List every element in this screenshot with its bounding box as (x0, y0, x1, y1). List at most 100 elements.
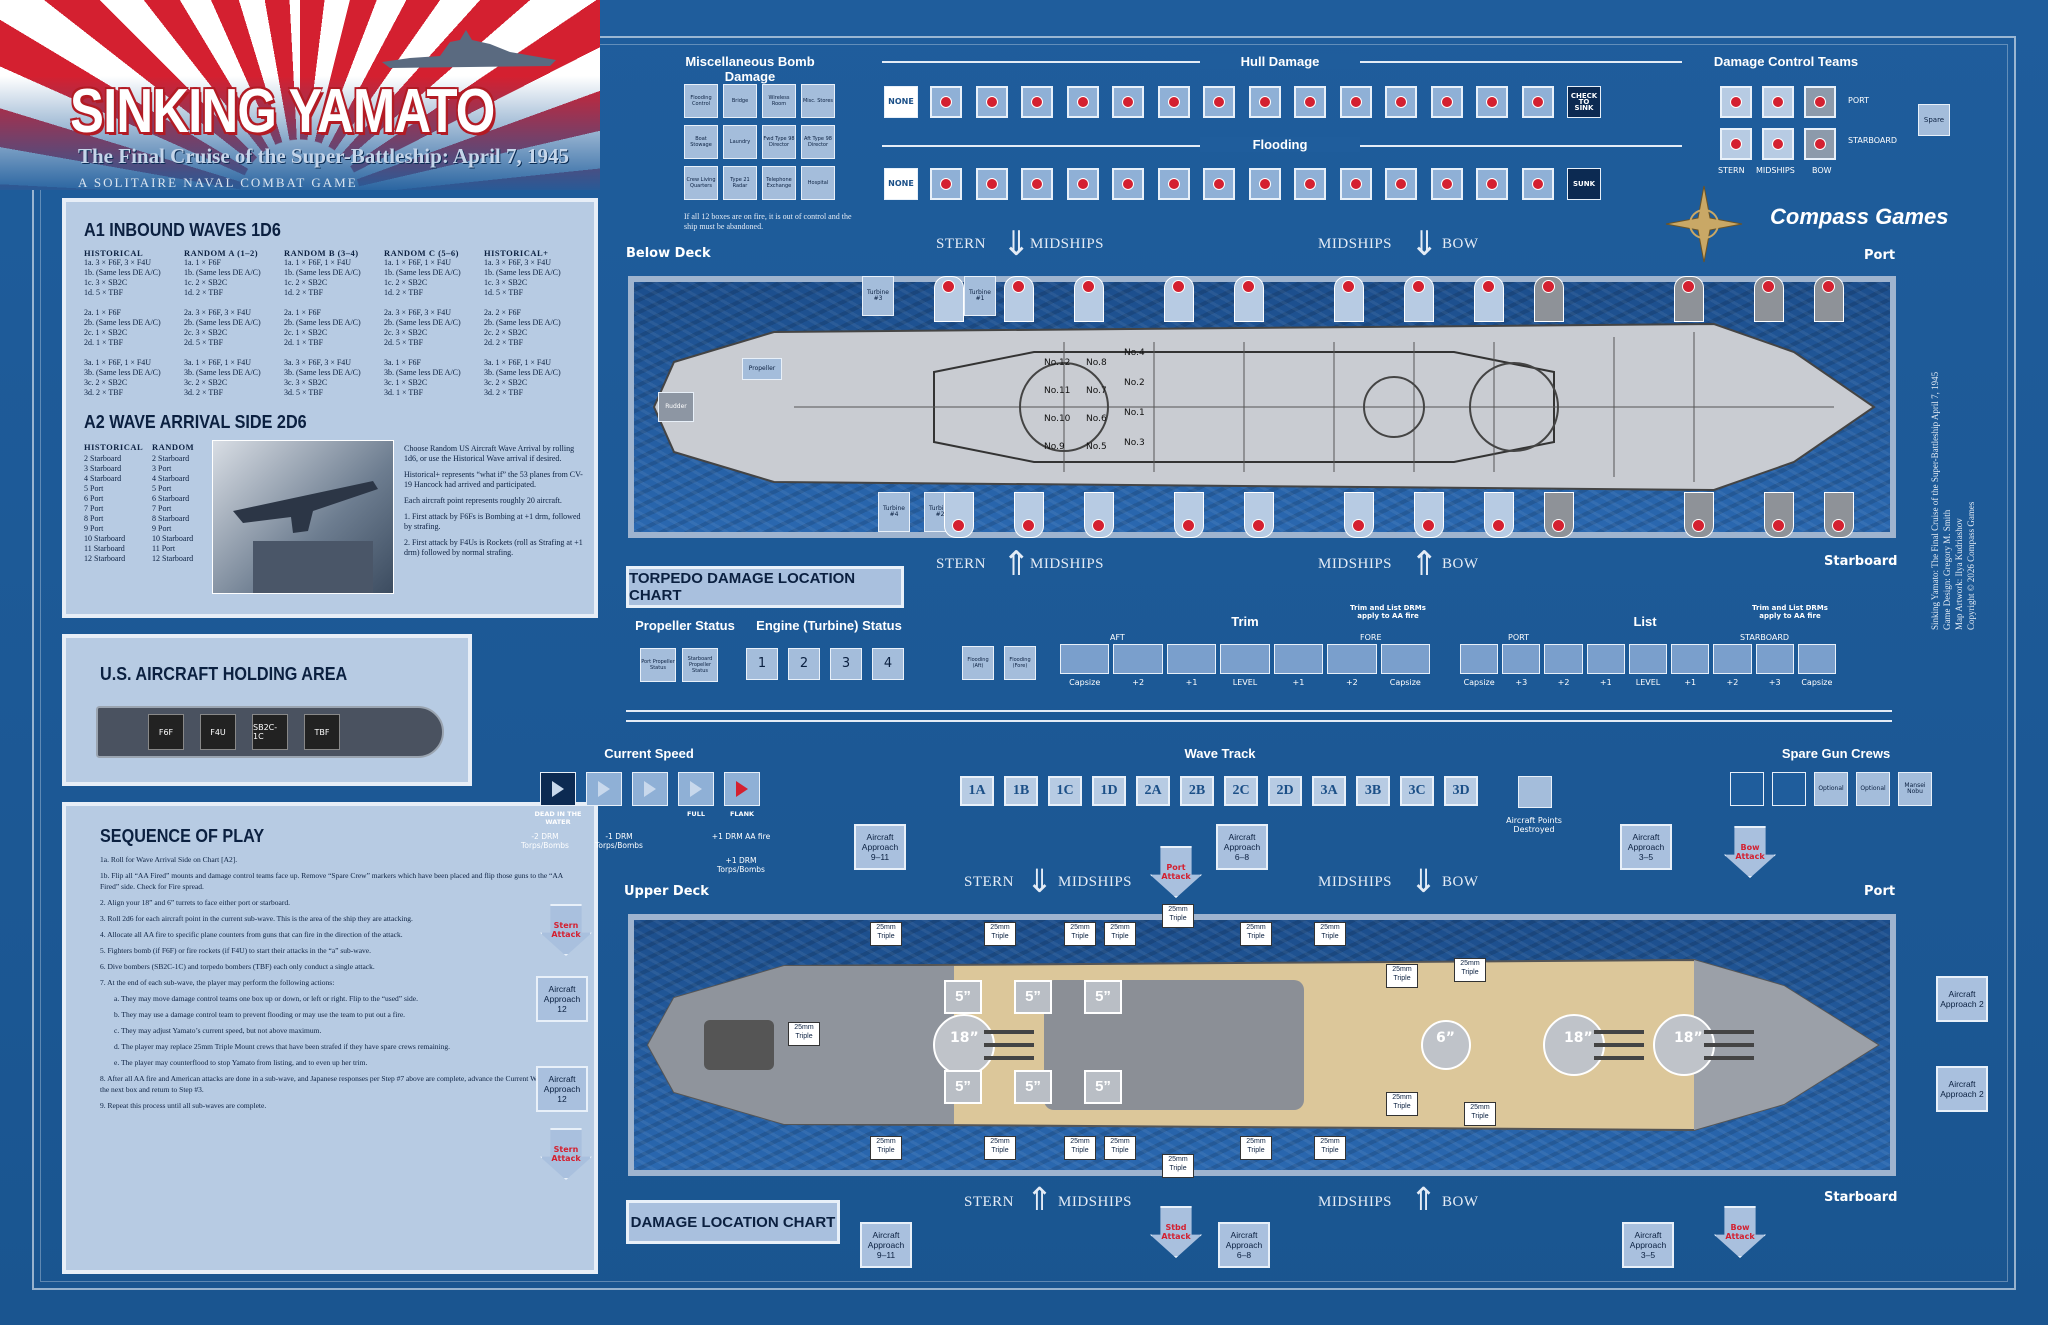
aa-gun-25mm[interactable]: 25mm Triple (788, 1022, 820, 1046)
aircraft-approach-bottom[interactable]: Aircraft Approach 9–11 (860, 1222, 912, 1268)
torpedo-location-tab[interactable] (1074, 276, 1104, 322)
aircraft-approach-right[interactable]: Aircraft Approach 2 (1936, 976, 1988, 1022)
aircraft-points-box[interactable] (1518, 776, 1552, 808)
dct-slot[interactable] (1762, 128, 1794, 160)
turbine-box[interactable]: Turbine #1 (964, 276, 996, 316)
hull-step-box[interactable] (1066, 86, 1099, 118)
hull-none-box[interactable]: NONE (884, 86, 918, 118)
below-compartment[interactable]: No.11 (1044, 386, 1071, 396)
misc-bomb-box[interactable]: Flooding Control (684, 84, 718, 118)
misc-bomb-box[interactable]: Hospital (801, 166, 835, 200)
list-box[interactable] (1713, 644, 1752, 674)
list-box[interactable] (1544, 644, 1583, 674)
hull-step-box[interactable] (1430, 86, 1463, 118)
aircraft-approach-bottom[interactable]: Aircraft Approach 3–5 (1622, 1222, 1674, 1268)
dct-slot[interactable] (1804, 86, 1836, 118)
aircraft-approach-top[interactable]: Aircraft Approach 9–11 (854, 824, 906, 870)
dct-slot[interactable] (1762, 86, 1794, 118)
trim-box[interactable] (1220, 644, 1270, 674)
flooding-step-box[interactable] (1294, 168, 1326, 200)
aa-gun-25mm[interactable]: 25mm Triple (1104, 1136, 1136, 1160)
aa-gun-25mm[interactable]: 25mm Triple (1064, 1136, 1096, 1160)
aircraft-approach-top[interactable]: Aircraft Approach 6–8 (1216, 824, 1268, 870)
aa-gun-25mm[interactable]: 25mm Triple (1314, 922, 1346, 946)
flooding-step-box[interactable] (930, 168, 962, 200)
wave-box-1d[interactable]: 1D (1092, 776, 1126, 806)
hull-end-box[interactable]: CHECK TO SINK (1567, 86, 1601, 118)
turret-5inch[interactable]: 5” (944, 980, 982, 1014)
aa-gun-25mm[interactable]: 25mm Triple (1104, 922, 1136, 946)
speed-box[interactable] (586, 772, 622, 806)
dct-spare-box[interactable]: Spare (1918, 104, 1950, 136)
wave-box-1b[interactable]: 1B (1004, 776, 1038, 806)
aircraft-approach-left[interactable]: Aircraft Approach 12 (536, 976, 588, 1022)
torpedo-location-tab[interactable] (1764, 492, 1794, 538)
list-box[interactable] (1797, 644, 1836, 674)
flooding-step-box[interactable] (1476, 168, 1508, 200)
hull-step-box[interactable] (1385, 86, 1417, 118)
torpedo-location-tab[interactable] (1234, 276, 1264, 322)
turret-5inch[interactable]: 5” (1014, 980, 1052, 1014)
wave-box-3b[interactable]: 3B (1356, 776, 1390, 806)
misc-bomb-box[interactable]: Misc. Stores (801, 84, 835, 118)
aa-gun-25mm[interactable]: 25mm Triple (1064, 922, 1096, 946)
misc-bomb-box[interactable]: Type 21 Radar (723, 166, 757, 200)
misc-bomb-box[interactable]: Crew Living Quarters (684, 166, 718, 200)
flooding-fore-box[interactable]: Flooding (Fore) (1004, 646, 1036, 680)
flooding-step-box[interactable] (1248, 168, 1281, 200)
aircraft-approach-left[interactable]: Aircraft Approach 12 (536, 1066, 588, 1112)
turret-5inch[interactable]: 5” (944, 1070, 982, 1104)
torpedo-location-tab[interactable] (1084, 492, 1114, 538)
torpedo-location-tab[interactable] (1674, 276, 1704, 322)
torpedo-location-tab[interactable] (1484, 492, 1514, 538)
starboard-propeller-box[interactable]: Starboard Propeller Status (682, 648, 718, 682)
aa-gun-25mm[interactable]: 25mm Triple (1240, 922, 1272, 946)
aa-gun-25mm[interactable]: 25mm Triple (1162, 904, 1194, 928)
torpedo-location-tab[interactable] (1334, 276, 1364, 322)
hull-step-box[interactable] (1521, 86, 1554, 118)
spare-crew-box[interactable]: Optional (1814, 772, 1848, 806)
dct-slot[interactable] (1804, 128, 1836, 160)
misc-bomb-box[interactable]: Bridge (723, 84, 757, 118)
aa-gun-25mm[interactable]: 25mm Triple (870, 1136, 902, 1160)
spare-crew-box[interactable]: Mansei Nobu (1898, 772, 1932, 806)
engine-turbine-box[interactable]: 4 (872, 648, 904, 680)
flooding-end-box[interactable]: SUNK (1567, 168, 1601, 200)
list-box[interactable] (1628, 644, 1668, 674)
aa-gun-25mm[interactable]: 25mm Triple (1386, 1092, 1418, 1116)
torpedo-location-tab[interactable] (1814, 276, 1844, 322)
wave-box-1a[interactable]: 1A (960, 776, 994, 806)
list-box[interactable] (1671, 644, 1710, 674)
torpedo-location-tab[interactable] (1244, 492, 1274, 538)
torpedo-location-tab[interactable] (1534, 276, 1564, 322)
hull-step-box[interactable] (1157, 86, 1190, 118)
spare-crew-box[interactable]: Optional (1856, 772, 1890, 806)
torpedo-location-tab[interactable] (1174, 492, 1204, 538)
aircraft-approach-right[interactable]: Aircraft Approach 2 (1936, 1066, 1988, 1112)
aa-gun-25mm[interactable]: 25mm Triple (1314, 1136, 1346, 1160)
trim-box[interactable] (1380, 644, 1430, 674)
wave-box-2c[interactable]: 2C (1224, 776, 1258, 806)
wave-box-2d[interactable]: 2D (1268, 776, 1302, 806)
engine-turbine-box[interactable]: 2 (788, 648, 820, 680)
turret-5inch[interactable]: 5” (1014, 1070, 1052, 1104)
wave-box-3c[interactable]: 3C (1400, 776, 1434, 806)
wave-box-3a[interactable]: 3A (1312, 776, 1346, 806)
flooding-aft-box[interactable]: Flooding (Aft) (962, 646, 994, 680)
below-compartment[interactable]: No.4 (1124, 348, 1145, 358)
below-compartment[interactable]: No.6 (1086, 414, 1107, 424)
torpedo-location-tab[interactable] (1404, 276, 1434, 322)
port-propeller-box[interactable]: Port Propeller Status (640, 648, 676, 682)
holding-slot-sb2c-1c[interactable]: SB2C-1C (252, 714, 288, 750)
hull-step-box[interactable] (1021, 86, 1053, 118)
aircraft-approach-top[interactable]: Aircraft Approach 3–5 (1620, 824, 1672, 870)
hull-step-box[interactable] (930, 86, 962, 118)
hull-step-box[interactable] (1294, 86, 1326, 118)
holding-slot-f6f[interactable]: F6F (148, 714, 184, 750)
torpedo-location-tab[interactable] (1684, 492, 1714, 538)
aa-gun-25mm[interactable]: 25mm Triple (1240, 1136, 1272, 1160)
torpedo-location-tab[interactable] (1164, 276, 1194, 322)
hull-step-box[interactable] (1476, 86, 1508, 118)
below-compartment[interactable]: No.9 (1044, 442, 1065, 452)
aircraft-approach-bottom[interactable]: Aircraft Approach 6–8 (1218, 1222, 1270, 1268)
